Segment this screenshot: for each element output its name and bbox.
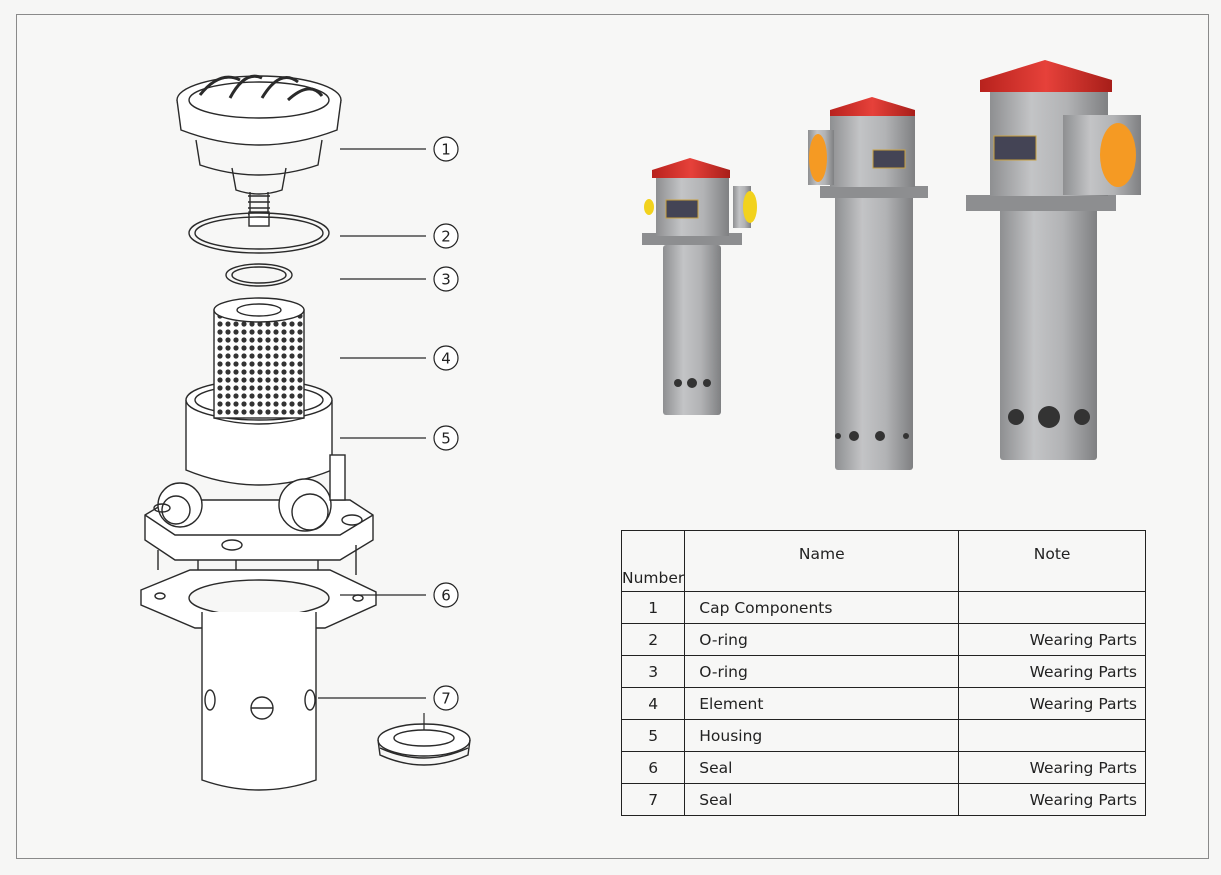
o-ring-large-drawing [188,212,330,254]
row-number: 4 [620,687,686,720]
table-row: 4 Element Wearing Parts [620,687,1146,720]
callout-1: 1 [433,136,459,162]
row-note [958,719,1146,752]
element-drawing [213,297,305,425]
svg-text:3: 3 [441,271,451,289]
row-name: Seal [699,758,733,777]
callout-3: 3 [433,266,459,292]
o-ring-small-drawing [225,263,293,287]
leader-lines [318,148,426,730]
table-row: 7 Seal Wearing Parts [620,783,1146,816]
cap-components-drawing [176,74,342,227]
callout-6: 6 [433,582,459,608]
table-row: 3 O-ring Wearing Parts [620,655,1146,688]
row-note: Wearing Parts [958,751,1146,784]
row-number: 6 [620,751,686,784]
row-note: Wearing Parts [958,687,1146,720]
product-medium-filter [808,97,928,470]
row-note: Wearing Parts [958,655,1146,688]
row-name: Seal [699,790,733,809]
parts-table: Number Name Note 1 Cap Components 2 O-ri… [620,530,1146,816]
row-name: Cap Components [699,598,833,617]
svg-text:1: 1 [441,141,451,159]
callout-7: 7 [433,685,459,711]
row-name: Element [699,694,764,713]
callout-2: 2 [433,223,459,249]
row-number: 5 [620,719,686,752]
row-name: Housing [699,726,763,745]
callout-5: 5 [433,425,459,451]
suction-tube-drawing [201,612,317,791]
seal-ring-drawing [377,723,471,766]
svg-text:6: 6 [441,587,451,605]
row-number: 1 [620,591,686,624]
header-name: Name [684,530,960,592]
callout-4: 4 [433,345,459,371]
product-large-filter [966,60,1141,460]
row-note: Wearing Parts [958,783,1146,816]
row-name: O-ring [699,630,748,649]
seal-plate-drawing [140,569,377,629]
row-name: O-ring [699,662,748,681]
svg-text:4: 4 [441,350,451,368]
header-number: Number [620,530,686,592]
svg-text:5: 5 [441,430,451,448]
table-row: 2 O-ring Wearing Parts [620,623,1146,656]
row-note [958,591,1146,624]
table-row: 6 Seal Wearing Parts [620,751,1146,784]
table-header-row: Number Name Note [620,530,1146,592]
callout-group: 1 2 3 4 5 6 7 [433,136,459,711]
header-note: Note [958,530,1146,592]
svg-text:7: 7 [441,690,451,708]
product-small-filter [642,158,757,415]
row-number: 2 [620,623,686,656]
table-row: 5 Housing [620,719,1146,752]
svg-text:2: 2 [441,228,451,246]
row-number: 7 [620,783,686,816]
table-row: 1 Cap Components [620,591,1146,624]
row-note: Wearing Parts [958,623,1146,656]
row-number: 3 [620,655,686,688]
